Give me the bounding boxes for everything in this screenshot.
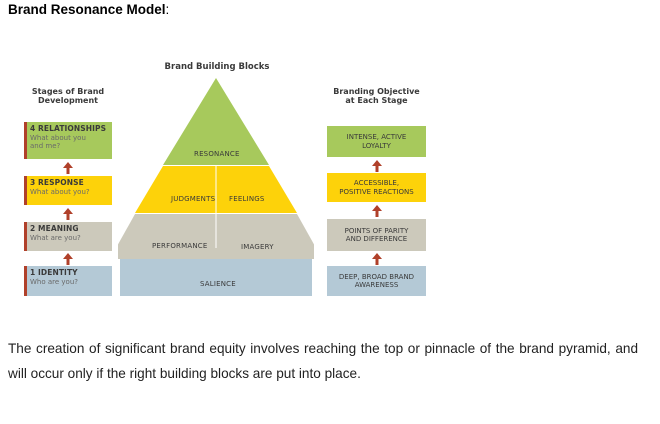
up-arrow-icon bbox=[63, 162, 73, 174]
pyramid-label-resonance: RESONANCE bbox=[194, 150, 240, 158]
stage-meaning: 2 MEANING What are you? bbox=[24, 222, 112, 251]
stage-name: 1 IDENTITY bbox=[30, 268, 78, 277]
building-blocks-heading: Brand Building Blocks bbox=[164, 62, 270, 72]
pyramid-label-judgments: JUDGMENTS bbox=[171, 195, 216, 203]
objectives-heading: Branding Objective at Each Stage bbox=[327, 87, 426, 105]
stage-question: What about you? bbox=[30, 188, 90, 196]
page-title: Brand Resonance Model: bbox=[8, 2, 169, 17]
pyramid-label-performance: PERFORMANCE bbox=[152, 242, 208, 250]
objectives-heading-line2: at Each Stage bbox=[345, 96, 408, 105]
stage-question-line2: and me? bbox=[30, 142, 61, 150]
pyramid-gray-lower bbox=[118, 248, 314, 259]
stage-name: 3 RESPONSE bbox=[30, 178, 84, 187]
pyramid-resonance-tier bbox=[163, 78, 269, 165]
page-title-colon: : bbox=[165, 2, 170, 17]
objective-line2: POSITIVE REACTIONS bbox=[339, 187, 414, 196]
pyramid-salience-tier bbox=[120, 259, 312, 296]
objective-line1: ACCESSIBLE, bbox=[353, 179, 400, 187]
stage-name: 2 MEANING bbox=[30, 224, 79, 233]
objective-line1: INTENSE, ACTIVE bbox=[346, 133, 407, 141]
up-arrow-icon bbox=[372, 160, 382, 172]
stage-response: 3 RESPONSE What about you? bbox=[24, 176, 112, 205]
objective-reactions: ACCESSIBLE,POSITIVE REACTIONS bbox=[327, 173, 426, 202]
stage-identity: 1 IDENTITY Who are you? bbox=[24, 266, 112, 296]
objective-line1: DEEP, BROAD BRAND bbox=[338, 272, 415, 281]
pyramid-label-imagery: IMAGERY bbox=[241, 243, 274, 251]
page-title-text: Brand Resonance Model bbox=[8, 2, 166, 17]
brand-pyramid bbox=[118, 78, 314, 296]
objective-line2: AND DIFFERENCE bbox=[345, 235, 408, 243]
pyramid-label-feelings: FEELINGS bbox=[229, 195, 265, 203]
objectives-heading-line1: Branding Objective bbox=[333, 87, 420, 96]
objective-line1: POINTS OF PARITY bbox=[344, 226, 409, 235]
brand-resonance-diagram: Stages of Brand Development Brand Buildi… bbox=[24, 62, 426, 296]
stages-heading-line1: Stages of Brand bbox=[31, 87, 105, 96]
stages-heading-line2: Development bbox=[38, 96, 98, 105]
up-arrow-icon bbox=[63, 208, 73, 220]
up-arrow-icon bbox=[372, 253, 382, 265]
objective-line2: AWARENESS bbox=[354, 281, 399, 289]
stage-question: Who are you? bbox=[30, 278, 78, 286]
caption-paragraph: The creation of significant brand equity… bbox=[8, 341, 638, 381]
stage-question: What are you? bbox=[30, 234, 81, 242]
objective-line2: LOYALTY bbox=[362, 141, 391, 150]
stages-heading: Stages of Brand Development bbox=[24, 87, 112, 105]
stage-question-line1: What about you bbox=[30, 134, 86, 142]
up-arrow-icon bbox=[63, 253, 73, 265]
pyramid-label-salience: SALIENCE bbox=[200, 280, 236, 288]
stage-name: 4 RELATIONSHIPS bbox=[30, 124, 107, 133]
up-arrow-icon bbox=[372, 205, 382, 217]
